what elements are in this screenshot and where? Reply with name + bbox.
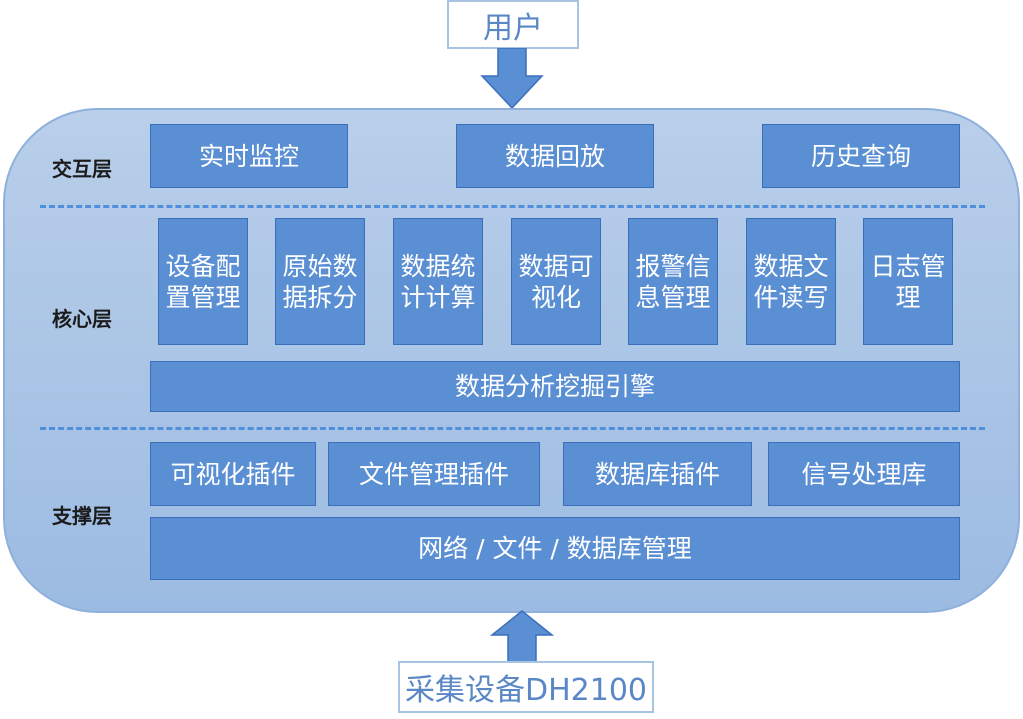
core-module-device-config: 设备配置管理 (158, 218, 248, 345)
core-module-data-statistics: 数据统计计算 (393, 218, 483, 345)
device-label: 采集设备DH2100 (404, 673, 647, 708)
support-plugin-file-management: 文件管理插件 (328, 442, 540, 506)
core-module-log-management: 日志管理 (863, 218, 953, 345)
support-plugin-visualization: 可视化插件 (150, 442, 316, 506)
core-analysis-engine: 数据分析挖掘引擎 (150, 361, 960, 412)
core-module-file-io: 数据文件读写 (746, 218, 836, 345)
support-plugin-database: 数据库插件 (563, 442, 752, 506)
user-box: 用户 (447, 0, 579, 49)
layer-separator (40, 205, 985, 208)
interaction-item-history-query: 历史查询 (762, 124, 960, 188)
support-plugin-signal-processing: 信号处理库 (768, 442, 960, 506)
layer-separator (40, 427, 985, 430)
core-module-data-visualization: 数据可视化 (511, 218, 601, 345)
interaction-item-data-playback: 数据回放 (456, 124, 654, 188)
support-base-management: 网络 / 文件 / 数据库管理 (150, 517, 960, 580)
core-module-alarm-management: 报警信息管理 (628, 218, 718, 345)
device-box: 采集设备DH2100 (398, 661, 654, 713)
user-label: 用户 (483, 10, 543, 46)
arrow-up-icon (490, 610, 554, 665)
layer-label-core: 核心层 (52, 307, 112, 331)
core-module-raw-data-split: 原始数据拆分 (275, 218, 365, 345)
layer-label-support: 支撑层 (52, 504, 112, 528)
interaction-item-realtime-monitor: 实时监控 (150, 124, 348, 188)
layer-label-interaction: 交互层 (52, 157, 112, 181)
arrow-down-icon (480, 48, 544, 110)
